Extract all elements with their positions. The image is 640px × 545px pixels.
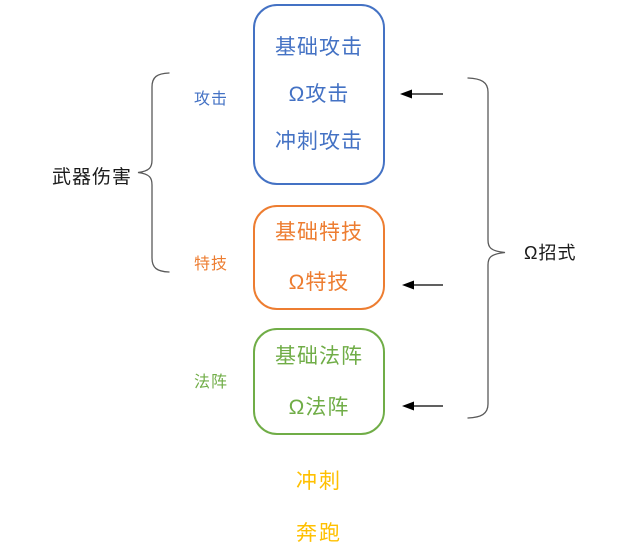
circle-box: 基础法阵 Ω法阵 [253,328,385,435]
omega-moves-brace-icon [467,77,506,419]
weapon-damage-label: 武器伤害 [51,167,132,188]
omega-skill-arrow-icon [402,280,443,290]
category-label-attack: 攻击 [193,91,228,108]
footer-label-run: 奔跑 [296,522,342,545]
omega-attack-arrow-icon [400,89,443,99]
skill-box-item: 基础特技 [275,220,363,244]
footer-label-dash: 冲刺 [296,470,342,493]
skill-box: 基础特技 Ω特技 [253,205,385,310]
skill-box-item: Ω特技 [288,270,350,294]
omega-moves-label: Ω招式 [524,243,577,263]
omega-circle-arrow-icon [402,401,443,411]
circle-box-item: Ω法阵 [288,395,350,419]
category-label-circle: 法阵 [193,374,228,391]
attack-box-item: Ω攻击 [288,83,350,106]
attack-box-item: 基础攻击 [275,36,363,59]
category-label-skill: 特技 [193,256,228,273]
circle-box-item: 基础法阵 [275,344,363,368]
attack-box: 基础攻击 Ω攻击 冲刺攻击 [253,4,385,185]
attack-box-item: 冲刺攻击 [275,130,363,153]
